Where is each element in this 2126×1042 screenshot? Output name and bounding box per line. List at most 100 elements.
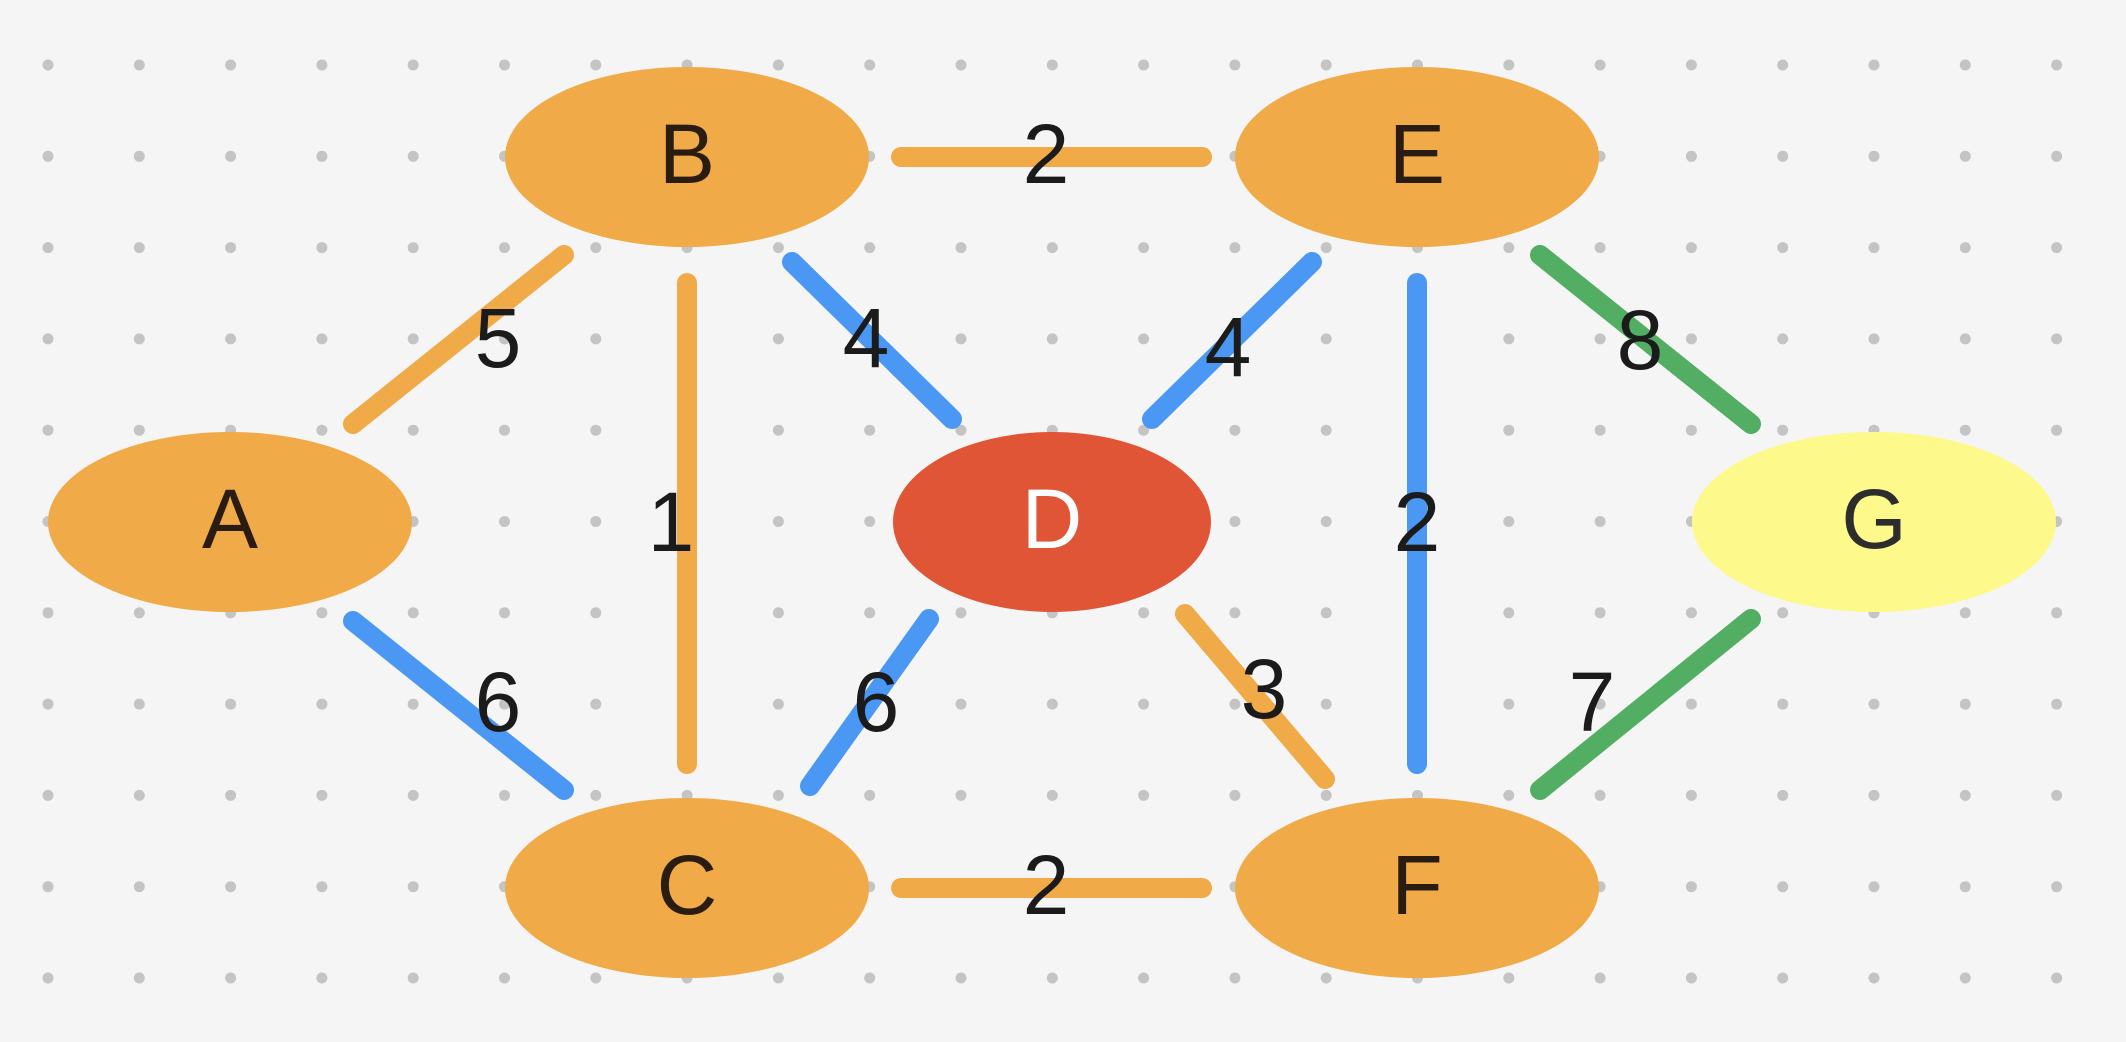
grid-dot <box>133 881 145 893</box>
grid-dot <box>1503 242 1515 254</box>
grid-dot <box>1868 59 1880 71</box>
grid-dot <box>42 59 54 71</box>
grid-dot <box>1594 789 1606 801</box>
node-label: B <box>659 107 715 201</box>
edge-weight-c-f: 2 <box>1023 838 1070 932</box>
grid-dot <box>133 698 145 710</box>
grid-dot <box>955 424 967 436</box>
grid-dot <box>1685 607 1697 619</box>
node-shape <box>1235 67 1599 247</box>
edge-e-g <box>1530 245 1761 434</box>
grid-dot <box>1138 698 1150 710</box>
grid-dot <box>499 59 510 71</box>
grid-dot <box>590 607 602 619</box>
node-d[interactable]: D <box>893 432 1211 612</box>
node-shape <box>893 432 1211 612</box>
grid-dot <box>1503 789 1515 801</box>
grid-dot <box>1229 698 1241 710</box>
grid-dot <box>1138 424 1150 436</box>
grid-dot <box>2051 972 2063 984</box>
grid-dot <box>590 516 602 527</box>
grid-dot <box>407 59 419 71</box>
grid-dot <box>1685 59 1697 71</box>
grid-dot <box>316 333 328 345</box>
node-e[interactable]: E <box>1235 67 1599 247</box>
grid-dot <box>955 789 967 801</box>
grid-dot <box>1594 972 1606 984</box>
grid-dot <box>772 333 784 345</box>
grid-dot <box>772 789 784 801</box>
grid-dot <box>1138 242 1150 254</box>
grid-dot <box>316 881 328 893</box>
grid-dot <box>1320 59 1332 71</box>
grid-dot <box>1320 424 1332 436</box>
grid-dot <box>225 150 237 162</box>
grid-dot <box>316 424 328 436</box>
grid-dot <box>955 333 967 345</box>
grid-dot <box>1046 59 1058 71</box>
grid-dot <box>499 333 510 345</box>
node-b[interactable]: B <box>505 67 869 247</box>
grid-dot <box>42 333 54 345</box>
grid-dot <box>2051 789 2063 801</box>
node-g[interactable]: G <box>1692 432 2056 612</box>
grid-dot <box>590 333 602 345</box>
grid-dot <box>1503 424 1515 436</box>
node-f[interactable]: F <box>1235 798 1599 978</box>
grid-dot <box>1868 789 1880 801</box>
grid-dot <box>590 59 602 71</box>
grid-dot <box>590 424 602 436</box>
grid-dot <box>1138 972 1150 984</box>
grid-dot <box>407 150 419 162</box>
grid-dot <box>1868 242 1880 254</box>
grid-dot <box>316 242 328 254</box>
grid-dot <box>1777 698 1789 710</box>
grid-dot <box>133 972 145 984</box>
node-label: D <box>1022 472 1083 566</box>
grid-dot <box>1868 150 1880 162</box>
grid-dot <box>1685 242 1697 254</box>
edge-weight-c-d: 6 <box>853 655 900 749</box>
edge-weight-b-d: 4 <box>843 291 890 385</box>
grid-dot <box>1594 59 1606 71</box>
grid-dot <box>1685 698 1697 710</box>
grid-dot <box>864 516 876 527</box>
node-shape <box>505 798 869 978</box>
grid-dot <box>1046 242 1058 254</box>
edge-a-b <box>343 245 574 434</box>
grid-dot <box>1959 59 1971 71</box>
grid-dot <box>772 698 784 710</box>
node-c[interactable]: C <box>505 798 869 978</box>
grid-dot <box>133 333 145 345</box>
grid-dot <box>499 972 510 984</box>
node-shape <box>1235 798 1599 978</box>
grid-dot <box>1320 333 1332 345</box>
grid-dot <box>955 607 967 619</box>
node-shape <box>505 67 869 247</box>
grid-dot <box>316 59 328 71</box>
grid-dot <box>225 333 237 345</box>
grid-dot <box>225 789 237 801</box>
grid-dot <box>407 972 419 984</box>
grid-dot <box>316 698 328 710</box>
grid-dot <box>133 424 145 436</box>
grid-dot <box>955 242 967 254</box>
grid-dot <box>316 972 328 984</box>
grid-dot <box>133 150 145 162</box>
edge-d-f <box>1175 604 1335 789</box>
grid-dot <box>1868 972 1880 984</box>
grid-dot <box>590 242 602 254</box>
grid-dot <box>42 242 54 254</box>
edge-weight-e-f: 2 <box>1394 475 1441 569</box>
grid-dot <box>1777 607 1789 619</box>
grid-dot <box>1868 333 1880 345</box>
node-a[interactable]: A <box>48 432 412 612</box>
node-shape <box>48 432 412 612</box>
grid-dot <box>864 59 876 71</box>
edge-weight-b-c: 1 <box>648 475 695 569</box>
grid-dot <box>1046 333 1058 345</box>
grid-dot <box>42 150 54 162</box>
grid-dot <box>1685 881 1697 893</box>
node-shape <box>1692 432 2056 612</box>
